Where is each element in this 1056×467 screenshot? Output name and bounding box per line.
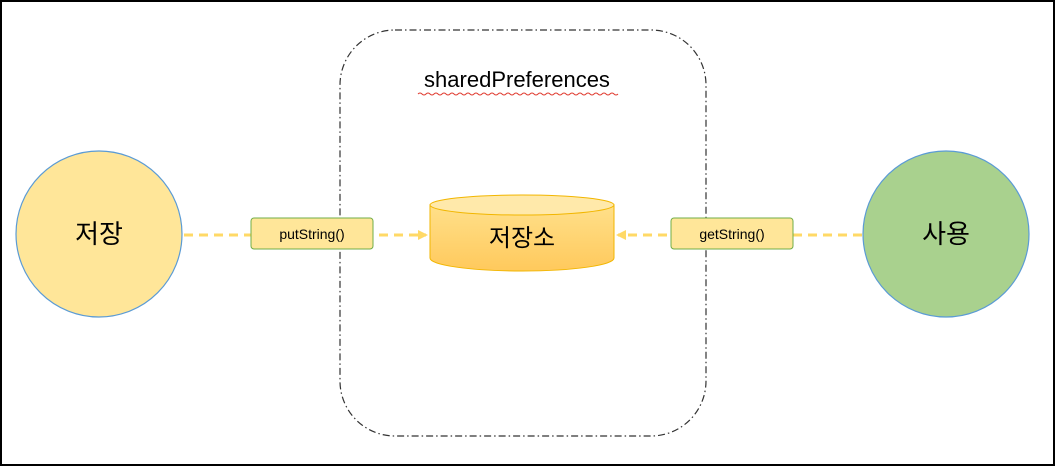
put-string-box (250, 217, 374, 250)
use-node (862, 150, 1030, 318)
spellcheck-underline (417, 92, 619, 96)
container-title: sharedPreferences (424, 67, 610, 92)
use-node-label: 사용 (922, 220, 970, 250)
storage-cylinder (429, 194, 615, 272)
save-node-label: 저장 (75, 220, 123, 250)
put-string-label: putString() (279, 226, 344, 242)
storage-node-label: 저장소 (489, 224, 555, 252)
get-string-box (670, 217, 794, 250)
save-node (15, 150, 183, 318)
get-string-label: getString() (699, 226, 764, 242)
